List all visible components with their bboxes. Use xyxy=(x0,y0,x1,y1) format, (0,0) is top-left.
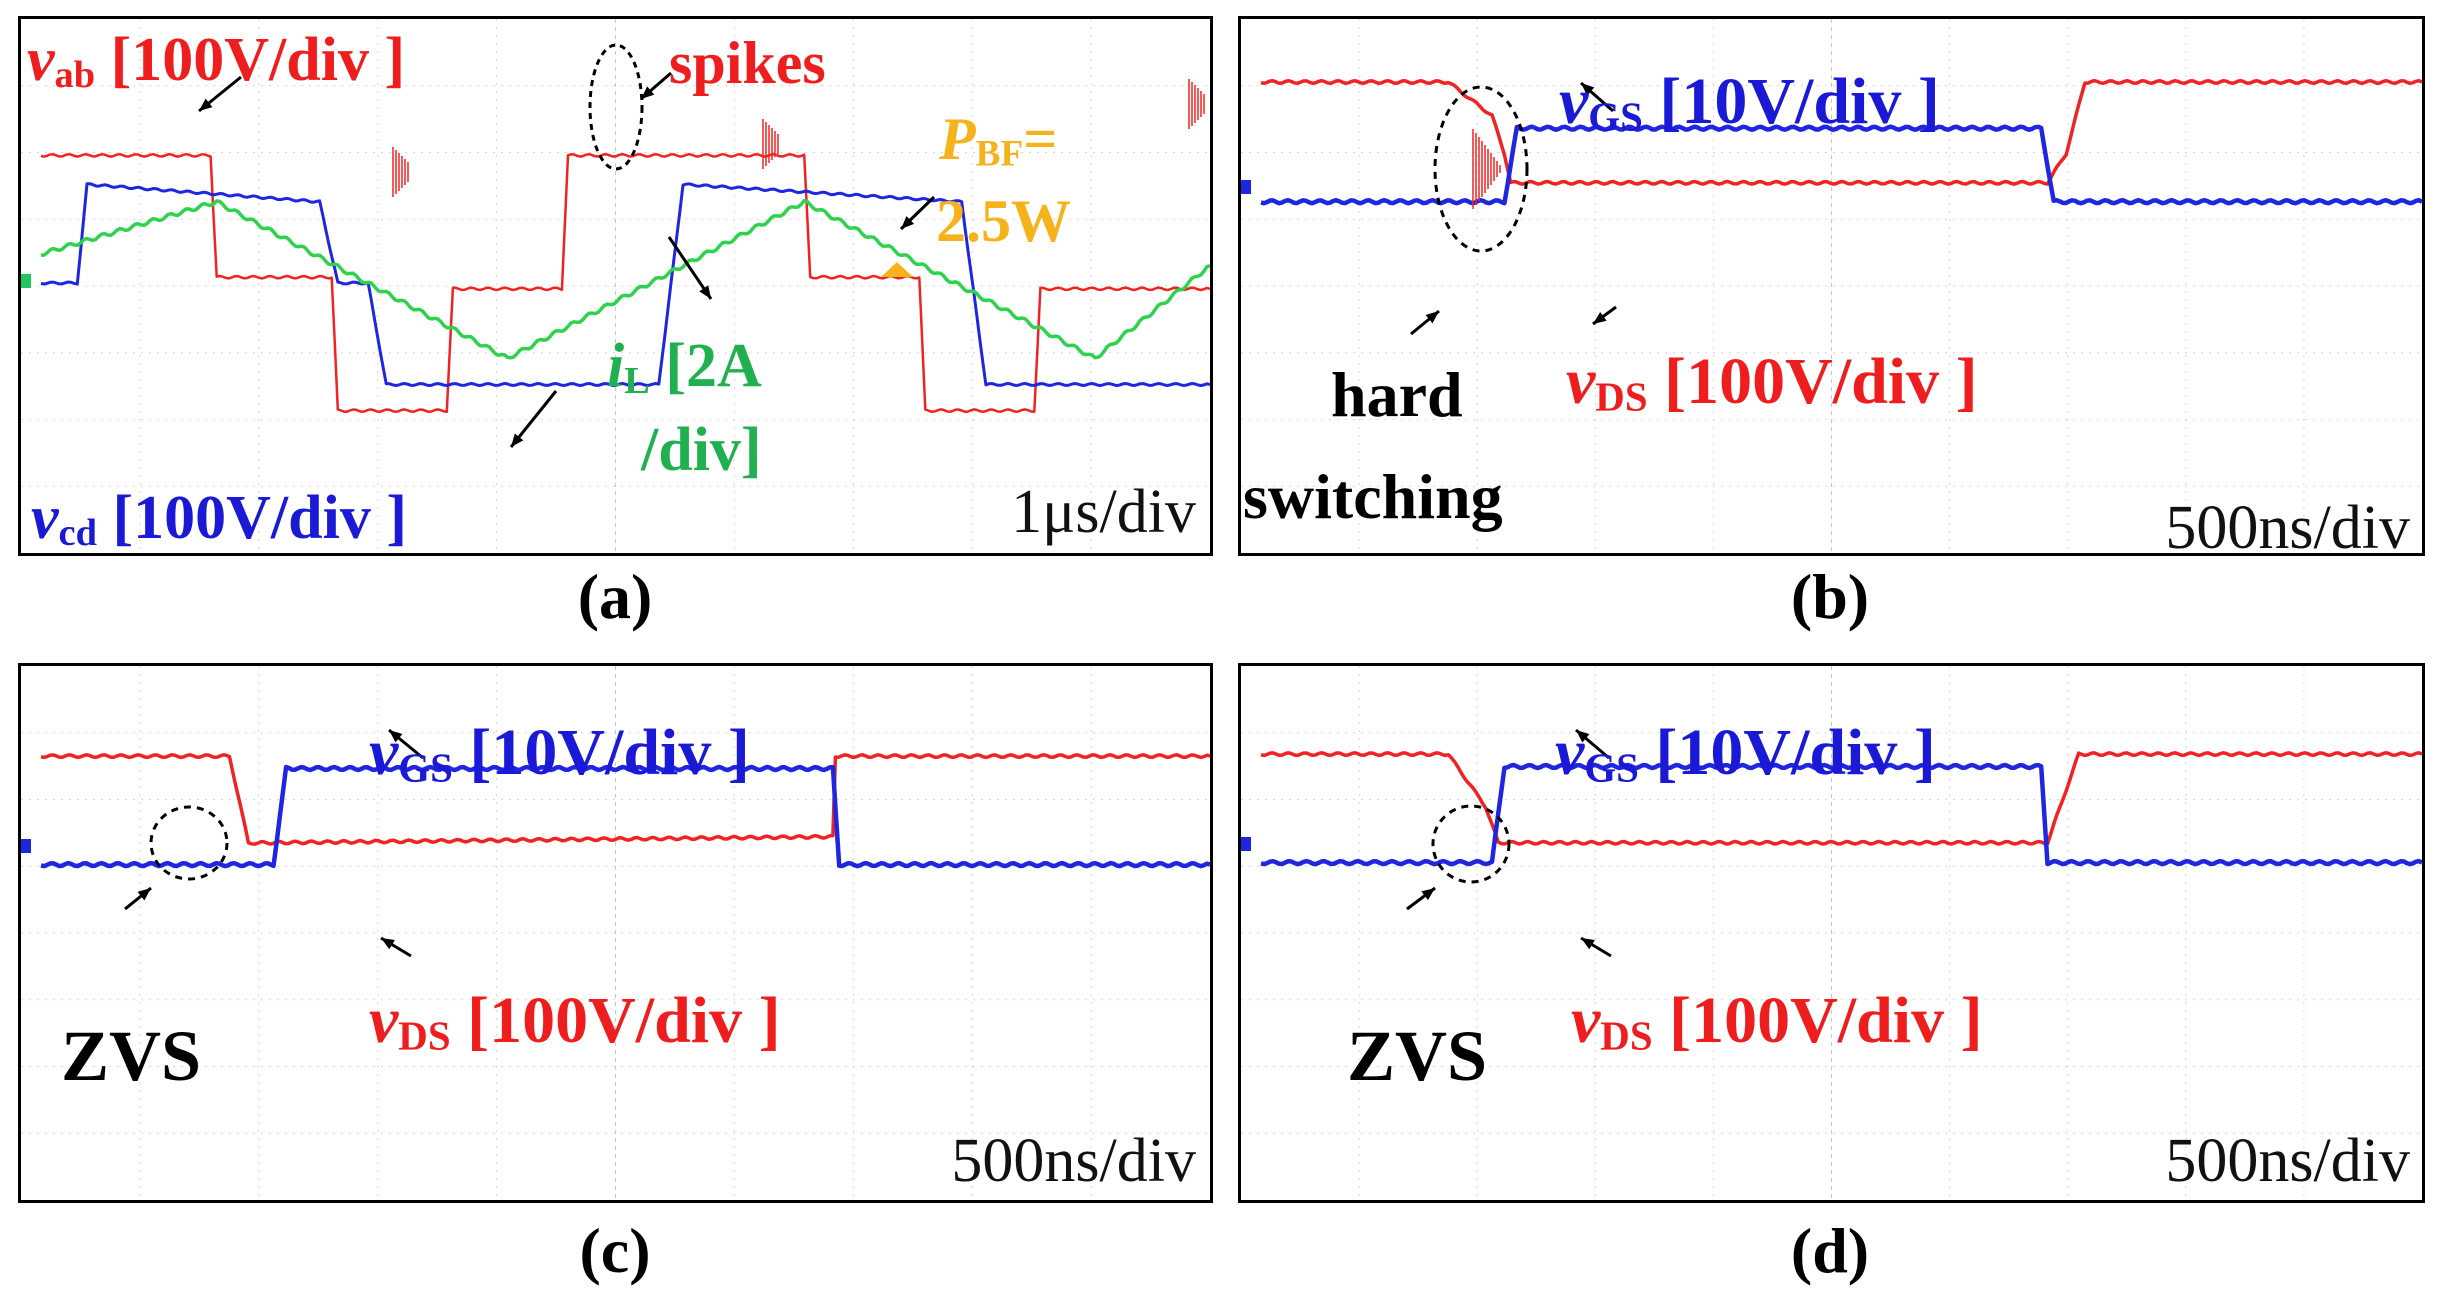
svgD-highlight-ellipse xyxy=(1431,804,1511,884)
caption-c: (c) xyxy=(579,1215,651,1286)
vgs-label-d: vGS [10V/div ] xyxy=(1555,716,1936,791)
scope-plot-d xyxy=(1241,666,2422,1200)
svgC-pointer-1-head xyxy=(381,938,395,950)
spikes-highlight-ellipse xyxy=(588,43,644,171)
scope-plot-b xyxy=(1241,19,2422,553)
svgB-pointer-0-head xyxy=(1581,83,1595,96)
time-per-div-a: 1μs/div xyxy=(1011,478,1196,546)
time-per-div-c: 500ns/div xyxy=(951,1127,1196,1195)
caption-a: (a) xyxy=(577,561,653,632)
svgC-channel-marker xyxy=(21,839,31,853)
svgB-pointer-1-head xyxy=(1593,311,1607,324)
pbf-pointer-head xyxy=(901,216,915,229)
svgB-pointer-2-head xyxy=(1425,311,1439,324)
svgC-pointer-2-head xyxy=(137,888,151,901)
svgC-pointer-0-head xyxy=(389,730,403,743)
scope-panel-c: vGS [10V/div ] vDS [100V/div ] ZVS 500ns… xyxy=(18,663,1213,1203)
zvs-note-d: ZVS xyxy=(1347,1016,1488,1096)
hard-switching-note-line1: hard xyxy=(1331,359,1463,430)
spikes-label: spikes xyxy=(669,30,826,96)
time-per-div-d: 500ns/div xyxy=(2165,1127,2410,1195)
vds-label-b: vDS [100V/div ] xyxy=(1566,345,1978,420)
scope-panel-b: vGS [10V/div ] vDS [100V/div ] hard swit… xyxy=(1238,16,2425,556)
spikes-pointer-head xyxy=(641,86,655,99)
2-vds-trace xyxy=(40,753,1210,846)
vgs-label-c: vGS [10V/div ] xyxy=(369,716,750,791)
svgB-highlight-ellipse xyxy=(1433,85,1529,253)
scope-plot-c xyxy=(21,666,1210,1200)
caption-d: (d) xyxy=(1790,1215,1870,1286)
vcd-label: vcd [100V/div ] xyxy=(31,484,407,554)
vab-pointer-head xyxy=(199,98,213,111)
time-per-div-b: 500ns/div xyxy=(2165,494,2410,556)
scope-panel-a: vab [100V/div ] spikes PBF= 2.5W iL [2A … xyxy=(18,16,1213,556)
pbf-label: PBF= xyxy=(939,106,1058,175)
svgC-highlight-ellipse xyxy=(149,805,229,881)
pbf-marker xyxy=(881,262,913,277)
svgB-channel-marker xyxy=(1241,180,1251,194)
scope-panel-d: vGS [10V/div ] vDS [100V/div ] ZVS 500ns… xyxy=(1238,663,2425,1203)
il-scale-line2: /div] xyxy=(641,416,762,484)
pbf-value: 2.5W xyxy=(936,188,1071,254)
vds-label-c: vDS [100V/div ] xyxy=(369,984,781,1059)
caption-b: (b) xyxy=(1790,561,1870,632)
2-vgs-trace xyxy=(40,764,1210,869)
3-vgs-trace xyxy=(1260,762,2422,867)
1-vds-trace xyxy=(1260,78,2422,186)
channel-marker-a xyxy=(21,274,31,288)
zvs-note-c: ZVS xyxy=(61,1016,202,1096)
il-label: iL [2A xyxy=(607,332,762,402)
vcd-trace xyxy=(40,182,1210,387)
3-vds-trace xyxy=(1260,751,2422,846)
hard-switching-note-line2: switching xyxy=(1243,461,1503,532)
svgD-pointer-1-head xyxy=(1581,938,1595,950)
il-trace xyxy=(41,198,1210,360)
vab-trace xyxy=(40,152,1210,414)
vds-label-d: vDS [100V/div ] xyxy=(1571,984,1983,1059)
il-pointer-head xyxy=(699,285,711,299)
svgD-pointer-2-head xyxy=(1421,888,1435,901)
scope-plot-a xyxy=(21,19,1210,553)
vgs-label-b: vGS [10V/div ] xyxy=(1559,65,1940,140)
vab-label: vab [100V/div ] xyxy=(27,26,406,96)
1-vgs-trace xyxy=(1260,124,2422,206)
vcd-pointer-head xyxy=(511,433,524,447)
svgD-pointer-0-head xyxy=(1576,730,1590,743)
svgD-channel-marker xyxy=(1241,837,1251,851)
